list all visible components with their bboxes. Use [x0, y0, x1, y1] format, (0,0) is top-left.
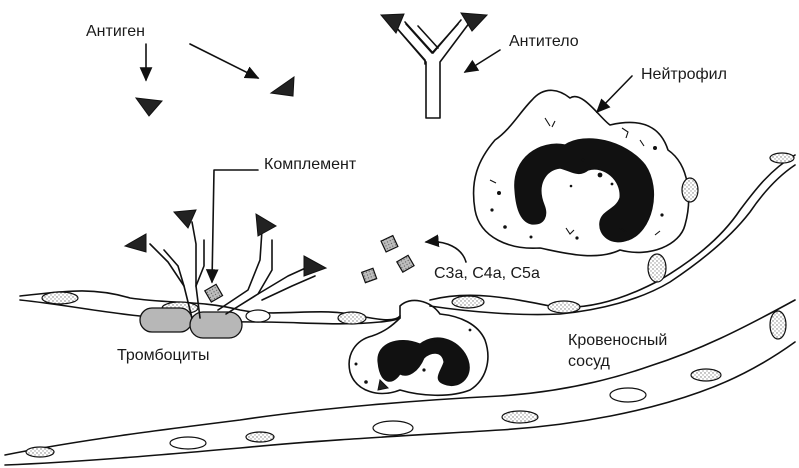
- neutrophil-arrow: [597, 76, 632, 112]
- complement-arrow: [212, 170, 258, 282]
- complement-fragments: [362, 236, 414, 283]
- neutrophil-migrating: [349, 300, 488, 395]
- bound-antigen: [304, 256, 326, 276]
- label-complement-fragments: C3a, C4a, C5a: [434, 265, 540, 283]
- label-platelets: Тромбоциты: [117, 347, 209, 365]
- platelet: [190, 312, 242, 338]
- vessel-upper-wall: [20, 153, 795, 324]
- free-antigens: [136, 77, 294, 116]
- neutrophil-nucleus: [515, 139, 654, 242]
- bound-antigen: [125, 234, 146, 252]
- label-vessel-line2: сосуд: [568, 353, 610, 371]
- antibody-arrow: [465, 50, 500, 72]
- vessel-lower-wall: [5, 300, 795, 465]
- label-complement: Комплемент: [264, 156, 356, 174]
- label-vessel-line1: Кровеносный: [568, 332, 667, 350]
- fragments-arrow: [426, 242, 466, 262]
- antigen-triangle: [136, 98, 162, 116]
- label-antigen: Антиген: [86, 23, 145, 41]
- label-neutrophil: Нейтрофил: [641, 66, 727, 84]
- antibody-tip-antigen: [381, 14, 404, 33]
- immune-complex: [125, 210, 326, 318]
- antigen-triangle: [271, 77, 294, 96]
- label-antibody: Антитело: [509, 33, 579, 51]
- platelet: [140, 308, 192, 332]
- antigen-arrow-diagonal: [190, 44, 258, 78]
- free-antibody: [381, 13, 487, 118]
- bound-antigen: [256, 214, 276, 236]
- complement-fragment: [205, 284, 223, 302]
- neutrophil-large: [474, 90, 689, 255]
